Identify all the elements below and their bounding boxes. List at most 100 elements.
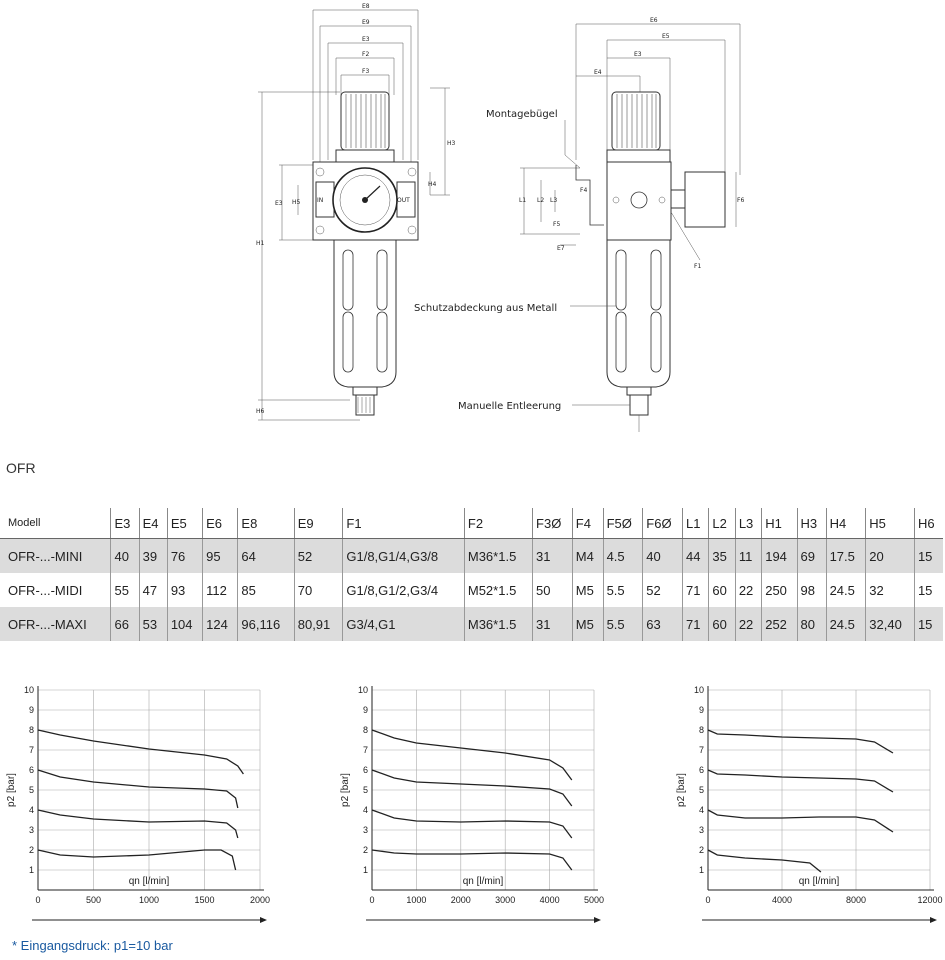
y-tick-label: 5 xyxy=(29,785,34,795)
table-cell: 15 xyxy=(913,573,943,607)
model-cell: OFR-...-MAXI xyxy=(0,607,111,641)
y-axis-label: p2 [bar] xyxy=(6,773,17,807)
table-header-cell: E4 xyxy=(138,508,168,539)
side-view-drawing: E6 E5 E3 E4 L1 L2 L3 F4 F5 E7 C1 xyxy=(414,17,744,432)
table-cell: 98 xyxy=(796,573,827,607)
dim-e3: E3 xyxy=(362,36,370,43)
series-line-2 xyxy=(707,769,894,793)
table-cell: M36*1.5 xyxy=(463,538,533,573)
table-cell: 250 xyxy=(761,573,798,607)
table-cell: 40 xyxy=(110,538,140,573)
dim-e5: E5 xyxy=(662,33,670,40)
y-tick-label: 7 xyxy=(363,745,368,755)
dim-l1: L1 xyxy=(519,197,526,204)
y-tick-label: 3 xyxy=(699,825,704,835)
table-cell: 93 xyxy=(166,573,203,607)
y-tick-label: 8 xyxy=(29,725,34,735)
table-cell: 11 xyxy=(734,538,762,573)
table-header-cell: E9 xyxy=(293,508,343,539)
x-tick-label: 5000 xyxy=(584,895,604,905)
table-cell: 80 xyxy=(796,607,827,641)
table-cell: 63 xyxy=(642,607,683,641)
x-tick-label: 3000 xyxy=(495,895,515,905)
table-cell: 52 xyxy=(642,573,683,607)
table-cell: 69 xyxy=(796,538,827,573)
x-tick-label: 500 xyxy=(86,895,101,905)
series-line-1 xyxy=(37,729,244,775)
table-cell: 52 xyxy=(293,538,343,573)
table-header-cell: F4 xyxy=(571,508,604,539)
table-cell: 20 xyxy=(865,538,915,573)
x-tick-label: 0 xyxy=(35,895,40,905)
table-cell: 22 xyxy=(734,607,762,641)
technical-drawings: E8 E9 E3 F2 F3 H3 H4 E3 H5 H1 H6 xyxy=(256,3,744,432)
table-cell: 50 xyxy=(532,573,573,607)
dim-e6: E6 xyxy=(650,17,658,24)
arrow-icon xyxy=(260,917,267,923)
footnote: * Eingangsdruck: p1=10 bar xyxy=(12,938,173,953)
table-cell: 194 xyxy=(761,538,798,573)
table-header-cell: F1 xyxy=(342,508,465,539)
label-montagebuegel: Montagebügel xyxy=(486,109,558,120)
dim-e7: E7 xyxy=(557,245,565,252)
y-axis-label: p2 [bar] xyxy=(676,773,687,807)
table-cell: G1/8,G1/2,G3/4 xyxy=(342,573,465,607)
dim-f5: F5 xyxy=(553,221,560,228)
y-tick-label: 4 xyxy=(699,805,704,815)
table-cell: 5.5 xyxy=(602,573,643,607)
table-cell: 60 xyxy=(708,607,736,641)
table-cell: 35 xyxy=(708,538,736,573)
y-tick-label: 9 xyxy=(29,705,34,715)
table-header-cell: Modell xyxy=(0,508,111,539)
y-tick-label: 9 xyxy=(363,705,368,715)
table-header-cell: H6 xyxy=(913,508,943,539)
dim-f1: F1 xyxy=(694,263,701,270)
y-tick-label: 7 xyxy=(29,745,34,755)
table-cell: 17.5 xyxy=(825,538,866,573)
x-axis-label: qn [l/min] xyxy=(463,876,504,887)
table-cell: 31 xyxy=(532,538,573,573)
y-tick-label: 10 xyxy=(24,685,34,695)
arrow-icon xyxy=(594,917,601,923)
y-tick-label: 5 xyxy=(699,785,704,795)
y-tick-label: 10 xyxy=(694,685,704,695)
y-tick-label: 2 xyxy=(699,845,704,855)
dim-h5: H5 xyxy=(292,199,301,206)
table-cell: 24.5 xyxy=(825,573,866,607)
table-header-cell: H4 xyxy=(825,508,866,539)
table-cell: 64 xyxy=(237,538,295,573)
y-axis-label: p2 [bar] xyxy=(340,773,351,807)
table-cell: 112 xyxy=(202,573,238,607)
table-header-cell: E5 xyxy=(166,508,203,539)
y-tick-label: 6 xyxy=(363,765,368,775)
table-cell: 124 xyxy=(202,607,238,641)
table-header-cell: H1 xyxy=(761,508,798,539)
x-tick-label: 8000 xyxy=(846,895,866,905)
y-tick-label: 1 xyxy=(29,865,34,875)
y-tick-label: 1 xyxy=(363,865,368,875)
y-tick-label: 2 xyxy=(363,845,368,855)
table-cell: 96,116 xyxy=(237,607,295,641)
table-header-cell: L3 xyxy=(734,508,762,539)
table-cell: 44 xyxy=(681,538,709,573)
table-header-cell: F2 xyxy=(463,508,533,539)
y-tick-label: 3 xyxy=(363,825,368,835)
series-line-1 xyxy=(707,729,894,754)
dim-f2: F2 xyxy=(362,51,369,58)
x-axis-label: qn [l/min] xyxy=(799,876,840,887)
x-tick-label: 1500 xyxy=(194,895,214,905)
table-cell: 4.5 xyxy=(602,538,643,573)
x-tick-label: 1000 xyxy=(406,895,426,905)
table-cell: M36*1.5 xyxy=(463,607,533,641)
table-cell: G1/8,G1/4,G3/8 xyxy=(342,538,465,573)
table-cell: 31 xyxy=(532,607,573,641)
chart-title: OFR-1/2-MIDI xyxy=(441,928,516,930)
table-cell: M5 xyxy=(571,607,604,641)
dim-h3: H3 xyxy=(447,140,456,147)
series-line-4 xyxy=(37,849,237,871)
x-axis-label: qn [l/min] xyxy=(129,876,170,887)
table-cell: 70 xyxy=(293,573,343,607)
